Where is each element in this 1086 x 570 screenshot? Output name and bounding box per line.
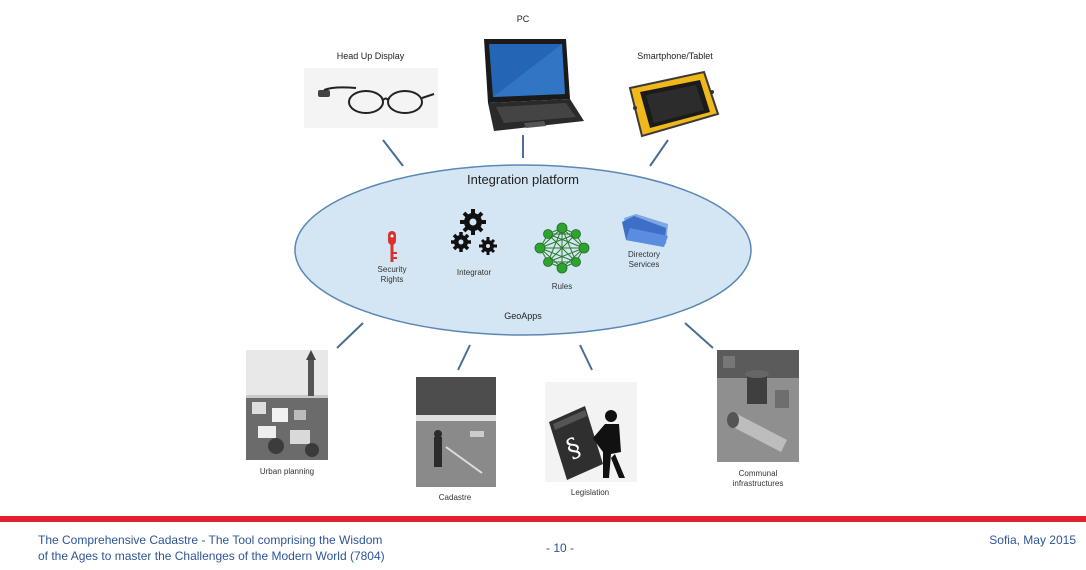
footer-page-number: - 10 - xyxy=(545,541,574,555)
rules-label: Rules xyxy=(551,282,573,291)
integration-platform-title: Integration platform xyxy=(466,172,579,187)
gears-icon xyxy=(451,209,497,255)
legislation-label: Legislation xyxy=(570,488,610,497)
security-label-line2: Rights xyxy=(380,275,404,284)
communal-label-line2: infrastructures xyxy=(732,479,784,488)
footer-red-bar xyxy=(0,516,1086,522)
geoapps-label: GeoApps xyxy=(504,311,542,321)
pc-laptop-image xyxy=(484,39,584,131)
integrator-label: Integrator xyxy=(456,268,492,277)
directory-services-label: Directory Services xyxy=(614,250,674,270)
connector-communal xyxy=(684,322,714,349)
urban-planning-label: Urban planning xyxy=(259,467,315,476)
communal-infrastructures-image xyxy=(717,350,799,462)
legislation-image: § xyxy=(545,382,637,482)
smartphone-tablet-label: Smartphone/Tablet xyxy=(637,51,713,61)
diagram-canvas xyxy=(294,135,752,371)
cadastre-label: Cadastre xyxy=(438,493,472,502)
integration-platform-ellipse xyxy=(294,164,752,336)
connector-urban xyxy=(336,322,364,349)
footer-place-date: Sofia, May 2015 xyxy=(989,533,1076,547)
connector-cadastre xyxy=(457,344,471,371)
urban-planning-image xyxy=(246,350,328,460)
communal-infrastructures-label: Communal infrastructures xyxy=(708,469,808,489)
folder-icon xyxy=(622,214,668,247)
directory-label-line1: Directory xyxy=(627,250,660,259)
security-rights-label: Security Rights xyxy=(368,265,416,285)
footer-title-line1: The Comprehensive Cadastre - The Tool co… xyxy=(38,533,383,547)
head-up-display-image xyxy=(304,68,438,128)
directory-label-line2: Services xyxy=(628,260,660,269)
rules-network-icon xyxy=(534,222,590,274)
communal-label-line1: Communal xyxy=(738,469,778,478)
security-key-icon xyxy=(388,231,397,262)
security-label-line1: Security xyxy=(377,265,407,274)
tablet-image xyxy=(628,70,720,138)
connector-legislation xyxy=(579,344,593,371)
pc-label: PC xyxy=(516,14,530,24)
connector-smartphone xyxy=(649,139,669,167)
footer-title-line2: of the Ages to master the Challenges of … xyxy=(38,549,385,563)
connector-hud xyxy=(382,139,404,167)
cadastre-image xyxy=(416,377,496,487)
head-up-display-label: Head Up Display xyxy=(336,51,405,61)
footer-title: The Comprehensive Cadastre - The Tool co… xyxy=(38,532,518,564)
